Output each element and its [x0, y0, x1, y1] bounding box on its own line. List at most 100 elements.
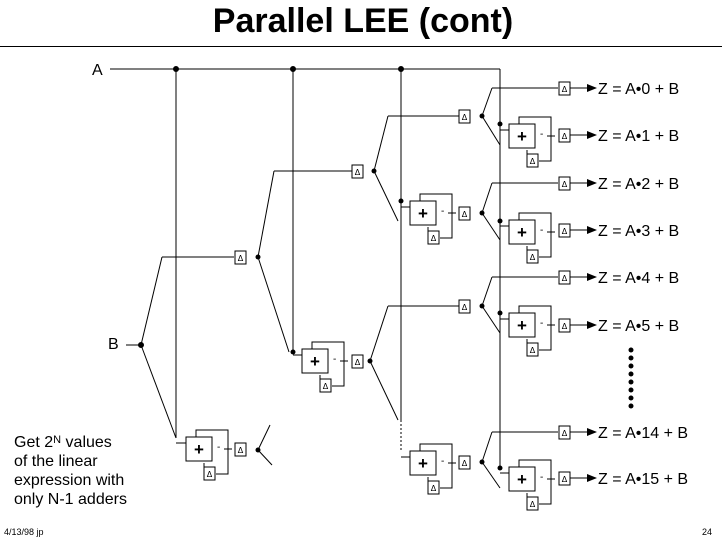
adder-output-3: + - Δ	[508, 212, 555, 264]
feedback-delay: Δ	[427, 480, 440, 495]
adder-output-tick: -	[540, 129, 543, 140]
junctions	[255, 113, 503, 471]
adder-symbol: +	[418, 454, 428, 473]
b-input	[126, 256, 177, 439]
delay-symbol: Δ	[462, 210, 468, 219]
delay-symbol: Δ	[431, 234, 437, 243]
delay-stage2-lower: Δ	[351, 354, 364, 369]
delay-symbol: Δ	[462, 459, 468, 468]
adder-symbol: +	[310, 352, 320, 371]
delay-stage3-4: Δ	[458, 455, 471, 470]
adder-output-tick: -	[441, 206, 444, 217]
delay-symbol: Δ	[207, 470, 213, 479]
adder-output-tick: -	[540, 472, 543, 483]
input-a-label: A	[92, 62, 103, 79]
output-label: Z = A•15 + B	[598, 471, 688, 488]
delay-symbol: Δ	[238, 446, 244, 455]
adder-symbol: +	[517, 470, 527, 489]
delay-symbol: Δ	[530, 157, 536, 166]
a-bus	[110, 66, 501, 470]
footer-page-number: 24	[701, 527, 712, 537]
adder-output-tick: -	[540, 225, 543, 236]
output-row: Δ Z = A•0 + B	[558, 81, 679, 98]
delay-symbol: Δ	[431, 484, 437, 493]
footer-date-author: 4/13/98 jp	[4, 527, 44, 537]
adder-stage2-upper: + - Δ	[409, 193, 456, 245]
adder-symbol: +	[194, 440, 204, 459]
feedback-delay: Δ	[526, 496, 539, 511]
feedback-delay: Δ	[427, 230, 440, 245]
delay-stage1: Δ	[234, 442, 247, 457]
delay-symbol: Δ	[530, 500, 536, 509]
ellipsis-dots	[628, 347, 634, 409]
delay-symbol: Δ	[562, 274, 568, 283]
adder-stage2-lower: +-Δ	[301, 341, 348, 393]
feedback-delay: Δ	[526, 249, 539, 264]
delay-symbol: Δ	[562, 85, 568, 94]
output-label: Z = A•14 + B	[598, 425, 688, 442]
output-row: Δ Z = A•15 + B	[558, 471, 688, 488]
output-label: Z = A•1 + B	[598, 128, 679, 145]
output-row: Δ Z = A•4 + B	[558, 270, 679, 287]
output-row: Δ Z = A•1 + B	[558, 128, 679, 145]
note-line4: only N-1 adders	[14, 491, 127, 508]
output-row: Δ Z = A•2 + B	[558, 176, 679, 193]
output-row: Δ Z = A•5 + B	[558, 318, 679, 335]
output-label: Z = A•4 + B	[598, 270, 679, 287]
adder-symbol: +	[418, 204, 428, 223]
title-divider	[0, 46, 722, 47]
adder-input-wires	[176, 129, 509, 474]
delay-symbol: Δ	[562, 227, 568, 236]
fanout-lines	[162, 87, 558, 489]
delay-stage3-3: Δ	[458, 299, 471, 314]
note-line1-prefix: Get 2	[14, 434, 54, 451]
adder-output-tick: -	[441, 456, 444, 467]
output-label: Z = A•0 + B	[598, 81, 679, 98]
output-label: Z = A•2 + B	[598, 176, 679, 193]
delay-symbol: Δ	[323, 382, 329, 391]
input-b-label: B	[108, 336, 119, 353]
note-line2: of the linear	[14, 453, 98, 470]
delays: Δ Δ Δ Δ Δ Δ Δ Δ	[234, 109, 471, 470]
adder-symbol: +	[517, 223, 527, 242]
adder-symbol: +	[517, 127, 527, 146]
delay-stage2-upper: Δ	[351, 164, 364, 179]
note-text: Get 2N values of the linear expression w…	[14, 433, 174, 509]
delay-symbol: Δ	[462, 113, 468, 122]
delay-symbol: Δ	[530, 253, 536, 262]
output-row: Δ Z = A•3 + B	[558, 223, 679, 240]
adder-symbol: +	[517, 316, 527, 335]
note-line3: expression with	[14, 472, 125, 489]
delay-symbol: Δ	[355, 358, 361, 367]
delay-symbol: Δ	[462, 303, 468, 312]
output-label: Z = A•5 + B	[598, 318, 679, 335]
adder-output-5: + - Δ	[508, 305, 555, 357]
delay-symbol: Δ	[355, 168, 361, 177]
delay-symbol: Δ	[562, 322, 568, 331]
delay-symbol: Δ	[562, 180, 568, 189]
feedback-delay: Δ	[319, 378, 332, 393]
delay-symbol: Δ	[530, 346, 536, 355]
adders: +-Δ+-Δ+-Δ+-Δ+-Δ+-Δ+-Δ+-Δ	[176, 116, 555, 511]
delay-stage3-1: Δ	[458, 109, 471, 124]
note-line1-suffix: values	[61, 434, 112, 451]
adder-output-tick: -	[540, 318, 543, 329]
feedback-delay: Δ	[526, 342, 539, 357]
note-line1-sup: N	[53, 434, 62, 446]
output-label: Z = A•3 + B	[598, 223, 679, 240]
adder-stage1: + - Δ	[185, 429, 232, 481]
feedback-delay: Δ	[526, 153, 539, 168]
adder-output-15: + - Δ	[508, 459, 555, 511]
adder-output-tick: -	[217, 442, 220, 453]
delay-symbol: Δ	[562, 475, 568, 484]
delay-stage3-2: Δ	[458, 206, 471, 221]
adder-output-1: + - Δ	[508, 116, 555, 168]
page-title: Parallel LEE (cont)	[212, 2, 514, 40]
delay-symbol: Δ	[238, 254, 244, 263]
feedback-delay: Δ	[203, 466, 216, 481]
delay-symbol: Δ	[562, 132, 568, 141]
